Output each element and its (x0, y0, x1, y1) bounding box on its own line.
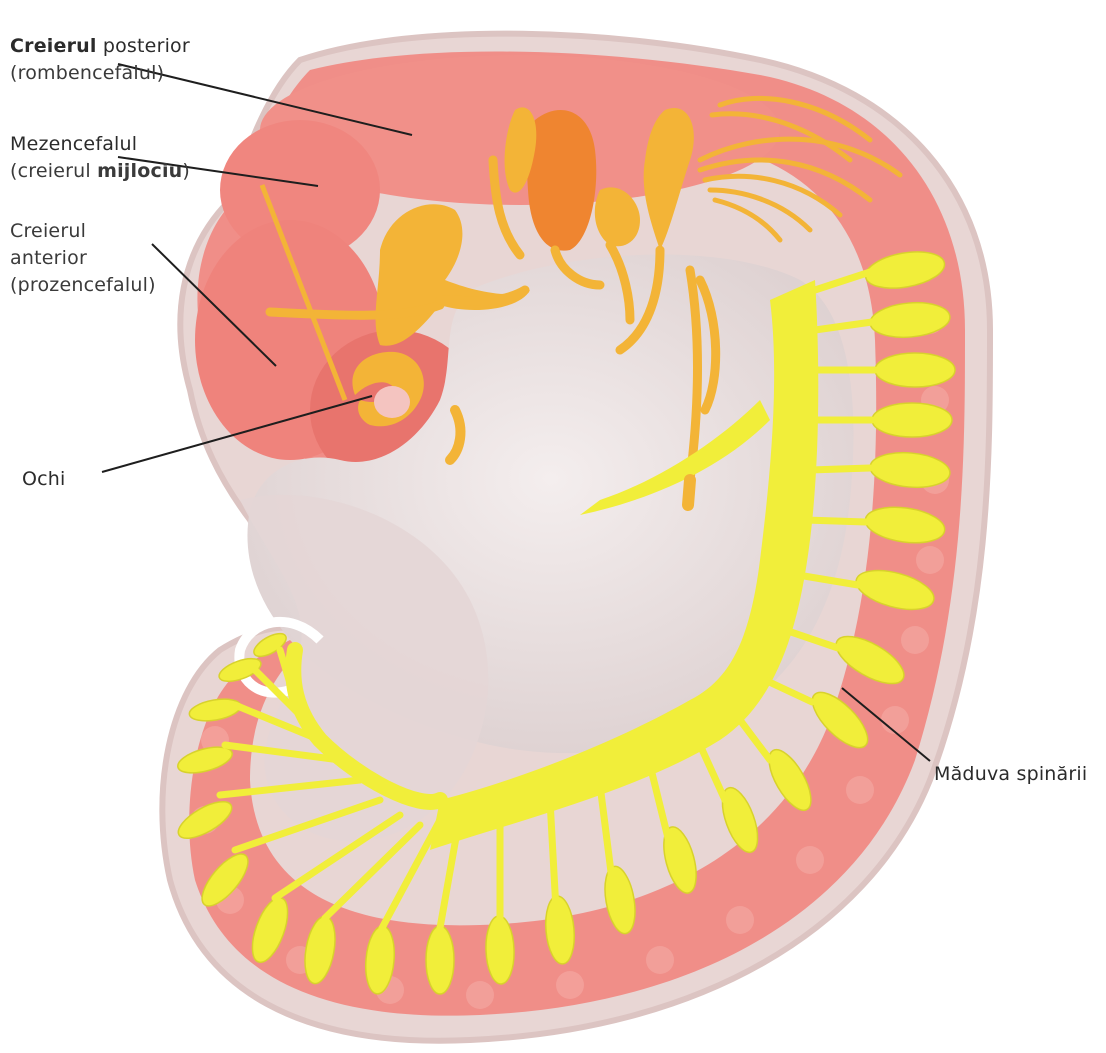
label-midbrain-sub-post: ) (182, 160, 190, 182)
label-hindbrain-sub: (rombencefalul) (10, 60, 190, 87)
label-forebrain-line2: anterior (10, 245, 156, 272)
label-midbrain-sub-bold: mijlociu (97, 160, 182, 182)
label-midbrain-sub: (creierul mijlociu) (10, 158, 190, 185)
label-spinal-cord: Măduva spinării (934, 761, 1087, 788)
label-hindbrain: Creierul posterior (rombencefalul) (10, 33, 190, 87)
orange-ganglion-large (527, 110, 597, 251)
label-midbrain-sub-pre: (creierul (10, 160, 97, 182)
label-hindbrain-bold: Creierul (10, 35, 97, 57)
lens (374, 386, 410, 418)
label-midbrain: Mezencefalul (creierul mijlociu) (10, 131, 190, 185)
label-hindbrain-rest: posterior (97, 35, 190, 57)
label-forebrain-line3: (prozencefalul) (10, 272, 156, 299)
label-eye: Ochi (22, 466, 66, 493)
label-forebrain-line1: Creierul (10, 218, 156, 245)
label-midbrain-main: Mezencefalul (10, 133, 137, 155)
label-forebrain: Creierul anterior (prozencefalul) (10, 218, 156, 299)
